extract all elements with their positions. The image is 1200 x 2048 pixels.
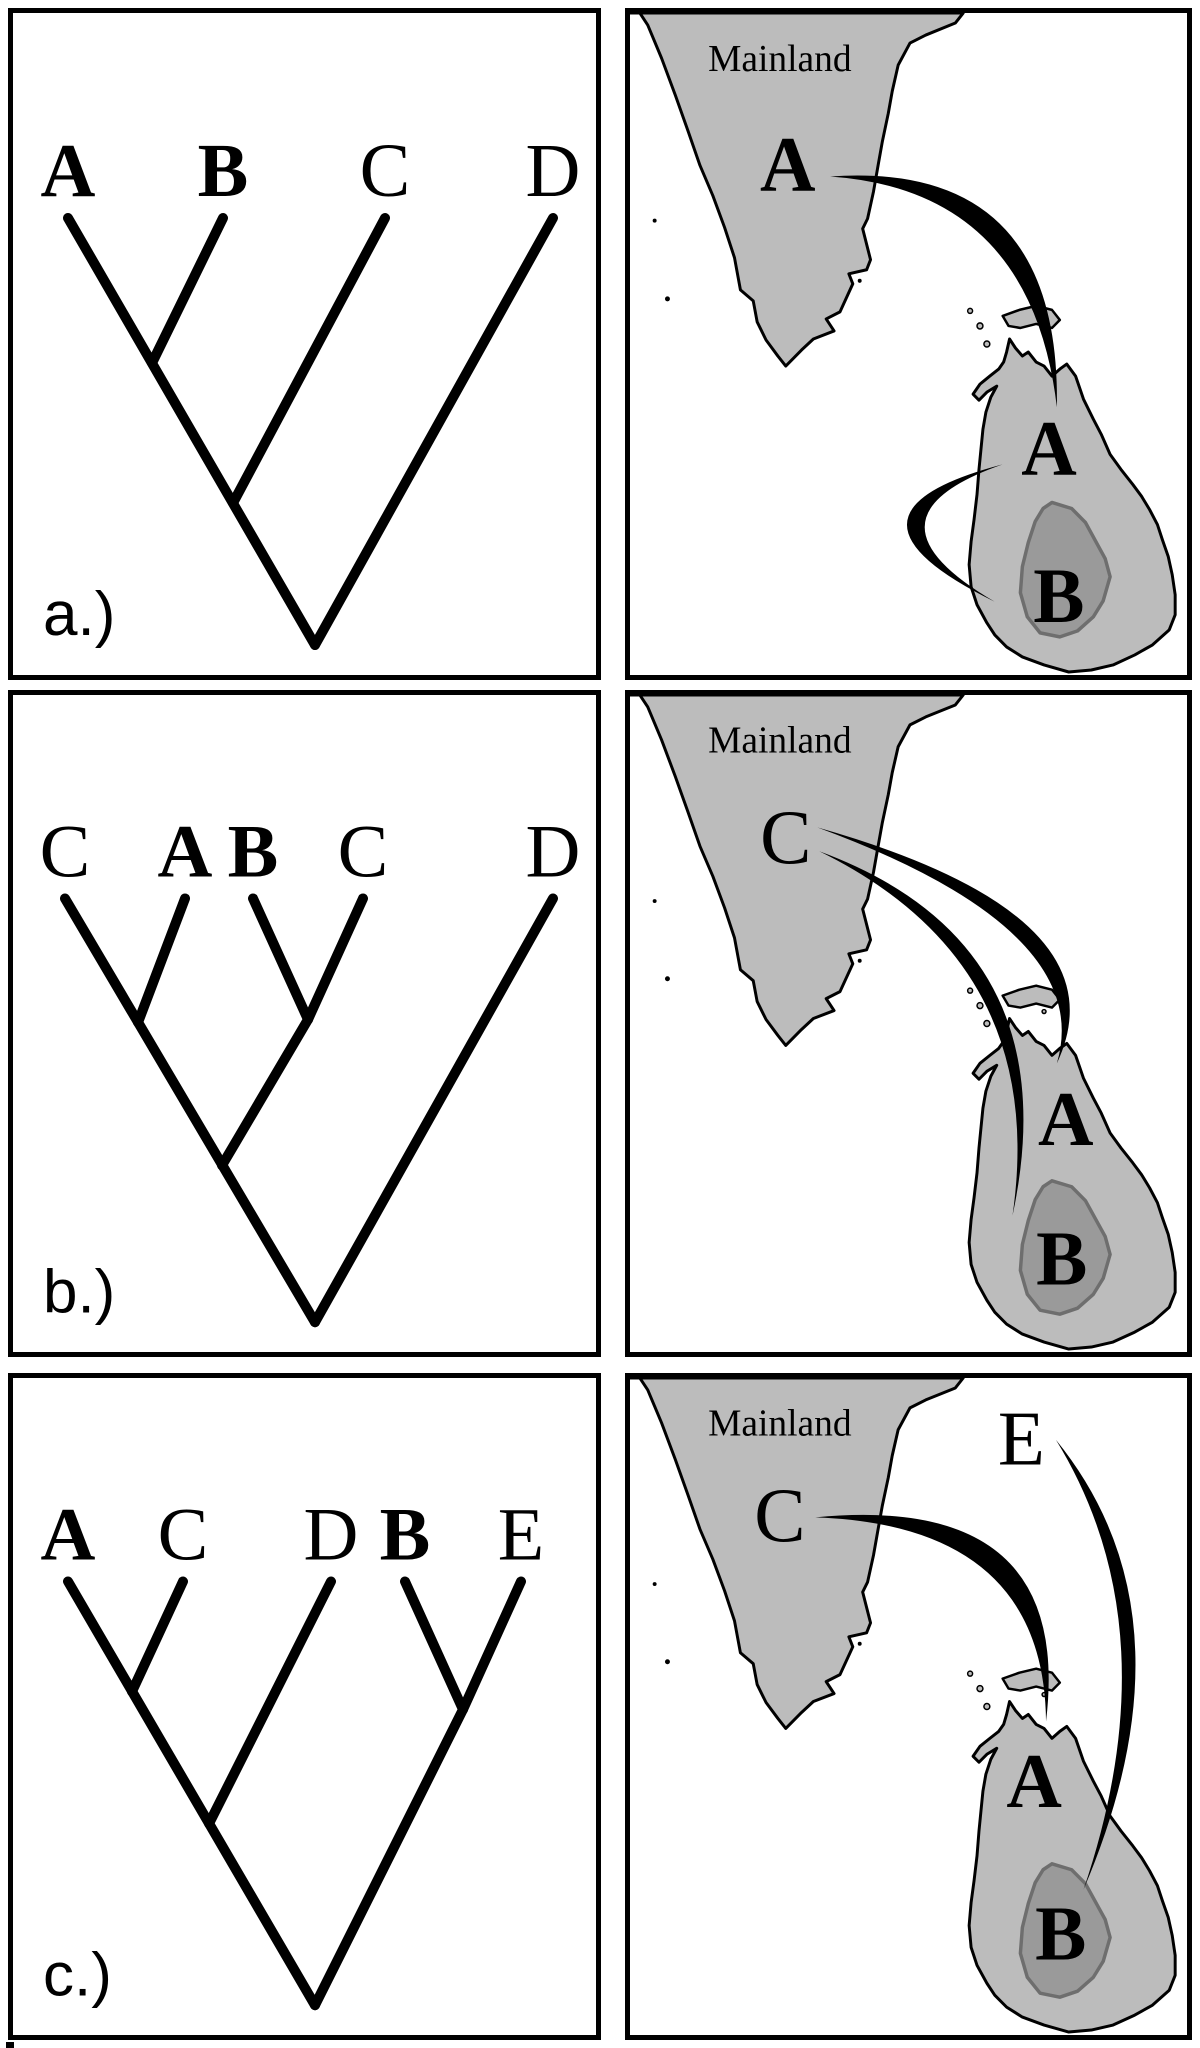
coastal-islet [983,340,991,348]
colonization-arrow-island-A-to-island-B [906,464,1003,602]
colonization-arrow-mainland-C-to-island-A [817,827,1070,1064]
region-label-C-mainland: C [760,794,811,880]
coastal-islet [1041,1008,1047,1015]
tree-branch [63,213,320,650]
tree-branch [248,893,313,1025]
coastal-islet [857,958,862,963]
tree-branch [228,213,390,508]
caption-crop-speck [6,2042,14,2048]
mainland-landmass [630,13,965,368]
panel-letter-c: c.) [43,1941,112,2010]
region-label-B-island-wet-zone: B [1036,1215,1087,1301]
mainland-label: Mainland [708,38,852,80]
coastal-islet [664,296,670,302]
jaffna-islands [1001,1667,1062,1692]
coastal-islet [976,1684,984,1693]
mainland-landmass [630,1378,965,1730]
mainland-label: Mainland [708,1403,852,1445]
taxon-label-A: A [41,129,96,213]
cladogram-a: A B C Da.) [41,129,581,650]
tree-branch [60,893,320,1328]
taxon-label-B: B [228,811,279,894]
taxon-label-C: C [40,811,91,894]
coastal-islet [857,1641,862,1646]
coastal-islet [664,1659,670,1665]
tree-branch [147,213,228,368]
colonization-arrow-offshore-E-to-island-B [1055,1439,1136,1890]
taxon-label-D: D [304,1494,359,1577]
region-label-C-mainland: C [754,1472,805,1558]
colonization-arrow-mainland-A-to-island-A [830,175,1057,408]
taxon-label-A: A [158,811,213,894]
tree-branches [63,1576,526,2011]
wet-zone-region [1018,500,1112,639]
coastal-islet [652,218,657,223]
region-label-A-mainland: A [760,121,816,208]
coastal-islet [857,278,862,283]
panel-letter-a: a.) [43,580,115,649]
tree-branch [217,1014,313,1171]
tree-branch [400,1576,468,1715]
coastal-islet [652,899,657,904]
coastal-islet [966,1670,974,1677]
taxon-label-D: D [526,129,581,213]
tree-branch [127,1576,188,1697]
mainland-label: Mainland [708,720,852,762]
region-label-A-island: A [1038,1076,1094,1162]
jaffna-islands [1001,984,1062,1009]
region-label-B-island-wet-zone: B [1035,1890,1086,1976]
coastal-islet [976,1001,984,1010]
jaffna-islands [1001,304,1062,330]
tree-branches [60,893,558,1328]
tree-branches [63,213,558,650]
taxon-label-A: A [41,1494,96,1577]
wet-zone-region [1018,1862,1112,1999]
tree-branch [303,893,368,1025]
tree-branch [133,893,190,1028]
mainland-landmass [630,695,965,1047]
taxon-label-C: C [158,1494,209,1577]
taxon-label-C: C [338,811,389,894]
tree-branch [204,1576,336,1829]
tree-branch [310,893,558,1328]
region-label-E-offshore: E [998,1395,1045,1481]
coastal-islet [983,1019,991,1028]
region-label-A-island: A [1021,405,1077,492]
taxon-label-D: D [526,811,581,894]
region-label-B-island-wet-zone: B [1033,552,1084,639]
coastal-islet [966,307,974,315]
taxon-label-E: E [498,1494,544,1577]
tree-branch [458,1576,526,1715]
taxon-label-C: C [360,129,411,213]
tree-branch [310,213,558,650]
coastal-islet [976,322,984,330]
coastal-islet [983,1702,991,1711]
tree-branch [310,1704,468,2011]
colonization-arrow-mainland-C-to-island-A [815,1514,1049,1722]
tree-branch [63,1576,320,2011]
wet-zone-region [1018,1179,1112,1316]
panel-letter-b: b.) [43,1258,115,1327]
region-label-A-island: A [1006,1738,1062,1824]
coastal-islet [652,1582,657,1587]
taxon-label-B: B [198,129,249,213]
coastal-islet [664,976,670,982]
taxon-label-B: B [380,1494,431,1577]
coastal-islet [966,987,974,994]
